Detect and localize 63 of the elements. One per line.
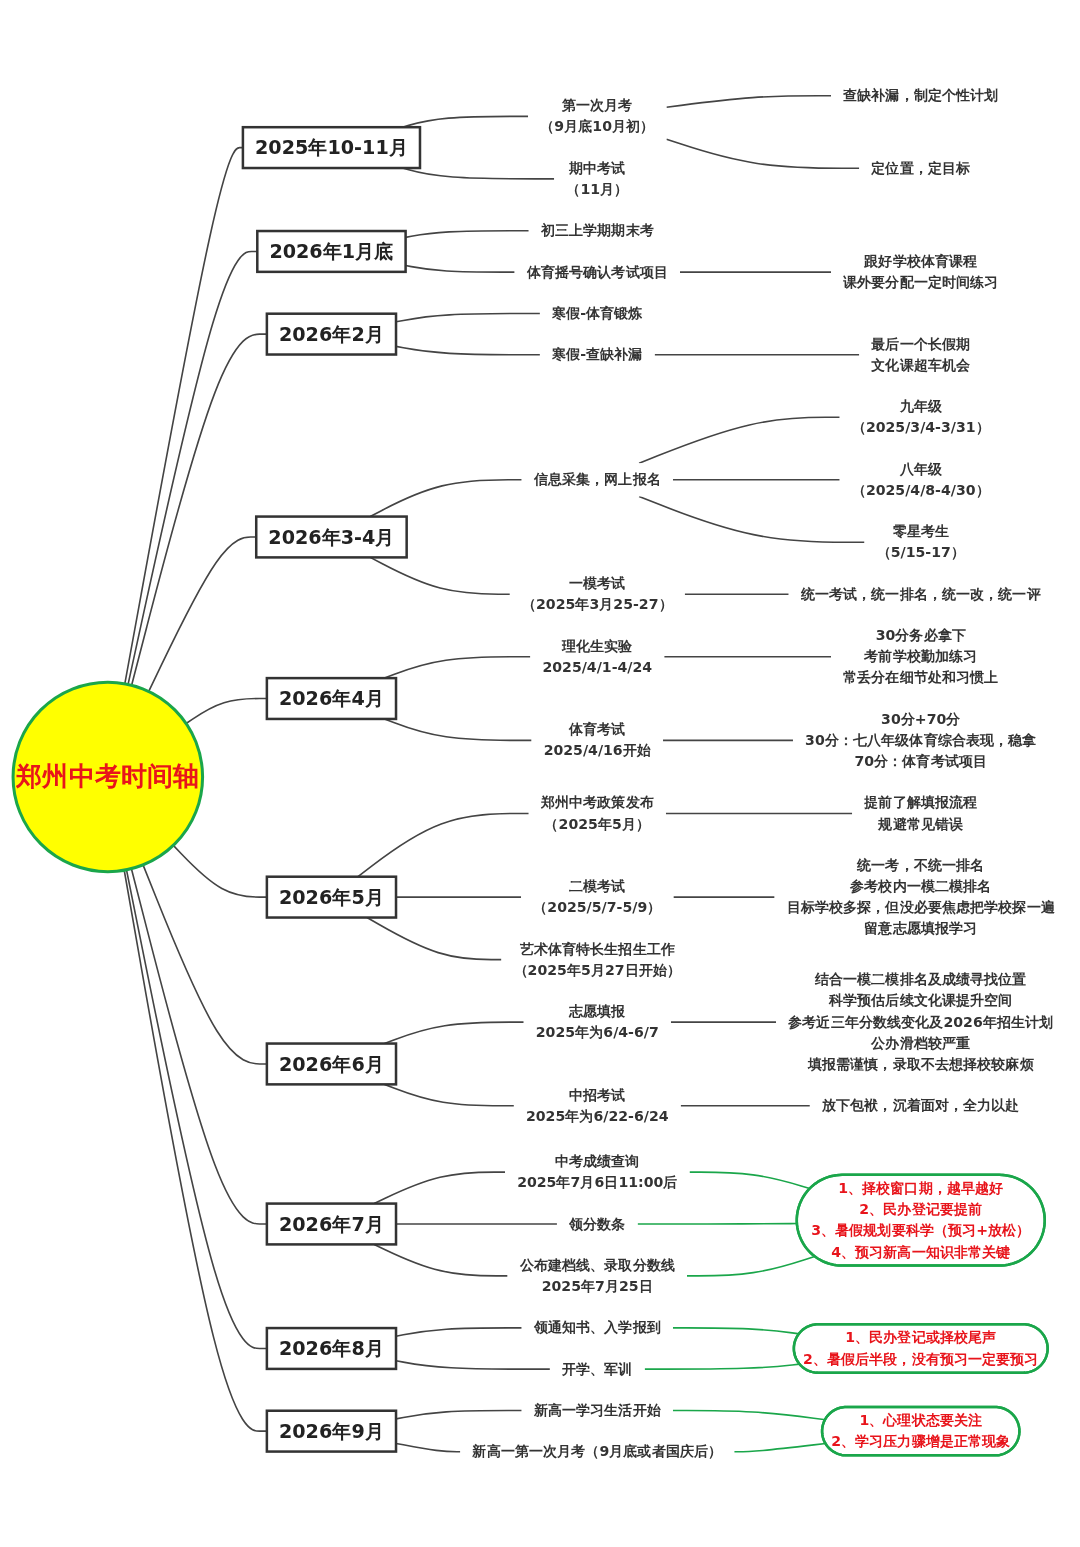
node-box: 2026年3-4月 bbox=[254, 515, 408, 559]
node-text: 零星考生 （5/15-17） bbox=[876, 522, 965, 561]
node-text: 艺术体育特长生招生工作 （2025年5月27日开始） bbox=[513, 940, 682, 978]
connector bbox=[679, 271, 832, 273]
connector bbox=[665, 94, 832, 108]
connector bbox=[665, 138, 861, 169]
node-circle: 郑州中考时间轴 bbox=[11, 680, 205, 873]
node-text: 开学、军训 bbox=[562, 1360, 633, 1377]
node-text: 九年级 （2025/3/4-3/31） bbox=[851, 397, 990, 436]
node-text: 放下包袱，沉着面对，全力以赴 bbox=[821, 1096, 1020, 1114]
connector bbox=[662, 739, 794, 741]
node-text: 30分务必拿下 考前学校勤加练习 常丢分在细节处和习惯上 bbox=[843, 626, 999, 686]
connector bbox=[643, 1363, 801, 1370]
node-text: 中考成绩查询 2025年7月6日11:00后 bbox=[517, 1152, 678, 1190]
node-text: 查缺补漏，制定个性计划 bbox=[843, 86, 999, 103]
node-text: 体育摇号确认考试项目 bbox=[526, 263, 668, 280]
connector bbox=[686, 1255, 816, 1277]
node-text: 第一次月考 （9月底10月初） bbox=[540, 96, 655, 135]
node-text: 理化生实验 2025/4/1-4/24 bbox=[542, 637, 653, 675]
node-text: 公布建档线、录取分数线 2025年7月25日 bbox=[519, 1256, 675, 1294]
connector bbox=[670, 1021, 777, 1023]
node-box: 2026年4月 bbox=[265, 676, 398, 720]
node-text: 30分+70分 30分：七八年级体育综合表现，稳拿 70分：体育考试项目 bbox=[805, 710, 1037, 769]
node-box: 2026年8月 bbox=[265, 1326, 398, 1370]
node-text: 志愿填报 2025年为6/4-6/7 bbox=[535, 1002, 659, 1040]
node-text: 最后一个长假期 文化课超车机会 bbox=[871, 335, 971, 373]
node-box: 2026年2月 bbox=[265, 312, 398, 356]
connector bbox=[653, 353, 861, 356]
connector bbox=[638, 416, 841, 464]
connector bbox=[672, 896, 776, 898]
node-text: 新高一学习生活开始 bbox=[533, 1401, 661, 1418]
node-text: 领分数条 bbox=[569, 1215, 626, 1232]
node-box: 2026年9月 bbox=[265, 1409, 398, 1453]
node-text: 定位置，定目标 bbox=[871, 159, 971, 176]
node-box: 2026年7月 bbox=[265, 1202, 398, 1246]
node-text: 寒假-体育锻炼 bbox=[552, 304, 643, 321]
node-text: 提前了解填报流程 规避常见错误 bbox=[864, 794, 978, 832]
node-text: 期中考试 （11月） bbox=[566, 159, 629, 197]
node-text: 统一考，不统一排名 参考校内一模二模排名 目标学校多探，但没必要焦虑把学校探一遍 留意志愿填报学习 bbox=[786, 856, 1055, 937]
node-text: 八年级 （2025/4/8-4/30） bbox=[851, 460, 990, 498]
node-text: 新高一第一次月考（9月底或者国庆后） bbox=[472, 1442, 723, 1460]
node-text: 领通知书、入学报到 bbox=[533, 1318, 661, 1336]
node-text: 统一考试，统一排名，统一改，统一评 bbox=[800, 585, 1041, 602]
node-text: 郑州中考政策发布 （2025年5月） bbox=[540, 794, 654, 832]
node-text: 体育考试 2025/4/16开始 bbox=[543, 720, 651, 759]
connector bbox=[638, 495, 866, 543]
connector bbox=[663, 655, 832, 658]
node-text: 一模考试 （2025年3月25-27） bbox=[521, 574, 673, 613]
node-text: 二模考试 （2025/5/7-5/9） bbox=[533, 877, 662, 915]
connector bbox=[665, 812, 853, 814]
node-text: 寒假-查缺补漏 bbox=[552, 345, 643, 363]
node-text: 跟好学校体育课程 课外要分配一定时间练习 bbox=[843, 252, 999, 290]
node-box: 2026年1月底 bbox=[256, 229, 407, 273]
node-box: 2025年10-11月 bbox=[241, 125, 422, 169]
connector bbox=[683, 593, 790, 595]
connector bbox=[672, 478, 841, 481]
node-box: 2026年6月 bbox=[265, 1042, 398, 1086]
node-text: 初三上学期期末考 bbox=[540, 221, 654, 239]
node-text: 结合一模二模排名及成绩寻找位置 科学预估后续文化课提升空间 参考近三年分数线变化及2026年招生计划 公办滑档较严重 填报需谨慎，录取不去想择校较麻烦 bbox=[788, 970, 1054, 1072]
connector bbox=[679, 1104, 811, 1107]
node-text: 中招考试 2025年为6/22-6/24 bbox=[525, 1086, 669, 1124]
node-box: 2026年5月 bbox=[265, 875, 398, 919]
node-text: 信息采集，网上报名 bbox=[533, 470, 661, 488]
